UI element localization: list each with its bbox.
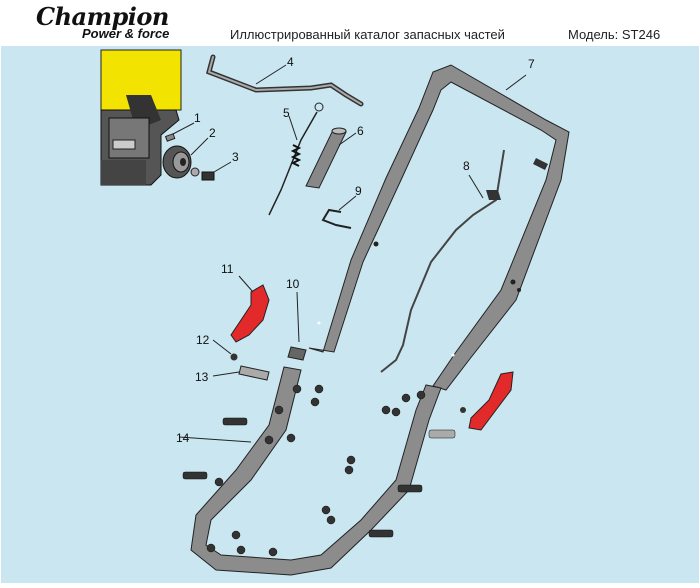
- label-part-2: 2: [209, 126, 216, 140]
- part-2-pulley: [162, 137, 209, 179]
- engine-assembly: [100, 49, 182, 186]
- champion-logo: Champion Power & force: [36, 2, 186, 42]
- label-part-13: 13: [195, 370, 209, 384]
- diagram-svg: 1 2 3 4 5 6 7 8 9 10 11 12 13 14: [100, 49, 570, 576]
- page-header: Champion Power & force Иллюстрированный …: [0, 0, 700, 46]
- part-13-bolt: [212, 365, 270, 381]
- part-labels: 1 2 3 4 5 6 7 8 9 10 11 12 13 14: [176, 55, 535, 445]
- part-3-bolt: [190, 161, 232, 181]
- label-part-5: 5: [283, 106, 290, 120]
- part-4-control-rod: [206, 54, 364, 107]
- label-part-9: 9: [355, 184, 362, 198]
- part-8-throttle-cable: [380, 149, 521, 373]
- label-part-6: 6: [357, 124, 364, 138]
- part-11-red-lever: [230, 275, 270, 343]
- model-label: Модель: ST246: [568, 27, 661, 42]
- label-part-4: 4: [287, 55, 294, 69]
- label-part-7: 7: [528, 57, 535, 71]
- label-part-14: 14: [176, 431, 190, 445]
- label-part-3: 3: [232, 150, 239, 164]
- red-lever-right: [460, 371, 514, 431]
- part-5-spring-cable: [268, 102, 324, 216]
- label-part-10: 10: [286, 277, 300, 291]
- catalog-title: Иллюстрированный каталог запасных частей: [230, 27, 505, 42]
- part-14-lower-handle: [178, 366, 442, 576]
- label-part-8: 8: [463, 159, 470, 173]
- fasteners: [182, 384, 456, 557]
- part-1-key: [164, 122, 195, 142]
- part-12-nut: [212, 339, 238, 361]
- label-part-11: 11: [221, 262, 234, 276]
- part-6-tube: [305, 127, 357, 189]
- label-part-1: 1: [194, 111, 201, 125]
- part-10-sleeve: [287, 291, 307, 361]
- brand-tagline: Power & force: [82, 26, 170, 41]
- brand-name: Champion: [36, 2, 169, 31]
- exploded-parts-diagram: 1 2 3 4 5 6 7 8 9 10 11 12 13 14: [1, 46, 699, 583]
- label-part-12: 12: [196, 333, 210, 347]
